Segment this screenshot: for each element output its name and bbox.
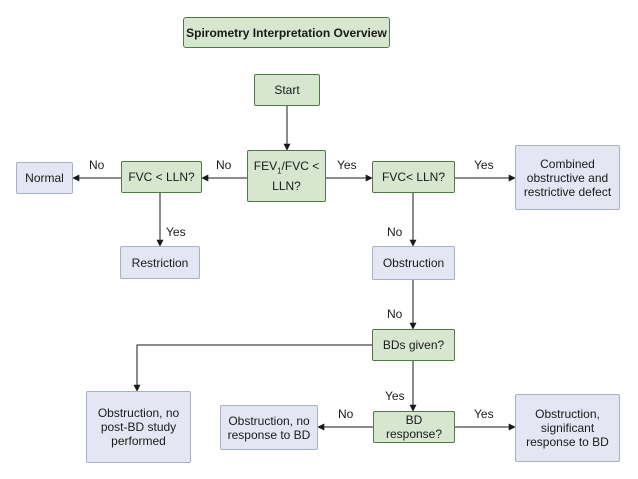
node-bds-given: BDs given?	[372, 329, 455, 361]
node-obstruction: Obstruction	[372, 246, 455, 280]
label-bd-response-yes: Yes	[474, 407, 494, 421]
node-no-post-bd-study: Obstruction, no post-BD study performed	[86, 391, 191, 463]
label-fev1-no: No	[216, 158, 232, 172]
label-fvc-left-no: No	[89, 158, 105, 172]
arrow-bds-to-no-post-bd	[133, 344, 372, 392]
node-significant-response: Obstruction, significant response to BD	[515, 394, 620, 462]
label-fvc-right-yes: Yes	[474, 158, 494, 172]
node-normal: Normal	[16, 162, 73, 194]
diagram-title: Spirometry Interpretation Overview	[183, 17, 390, 48]
node-bd-response: BD response?	[373, 411, 455, 443]
node-fev1-fvc: FEV1/FVC < LLN?	[247, 150, 326, 202]
node-restriction: Restriction	[120, 246, 200, 279]
label-fev1-yes: Yes	[337, 158, 357, 172]
label-fvc-left-yes: Yes	[166, 225, 186, 239]
label-bds-yes: Yes	[385, 389, 405, 403]
node-start: Start	[254, 74, 320, 106]
node-no-response: Obstruction, no response to BD	[220, 405, 318, 450]
node-combined-defect: Combined obstructive and restrictive def…	[515, 145, 620, 210]
label-fvc-right-no: No	[387, 225, 403, 239]
node-fvc-right: FVC< LLN?	[372, 161, 455, 193]
node-fvc-left: FVC < LLN?	[121, 161, 202, 193]
label-bd-response-no: No	[338, 407, 354, 421]
label-obstruction-no: No	[387, 307, 403, 321]
